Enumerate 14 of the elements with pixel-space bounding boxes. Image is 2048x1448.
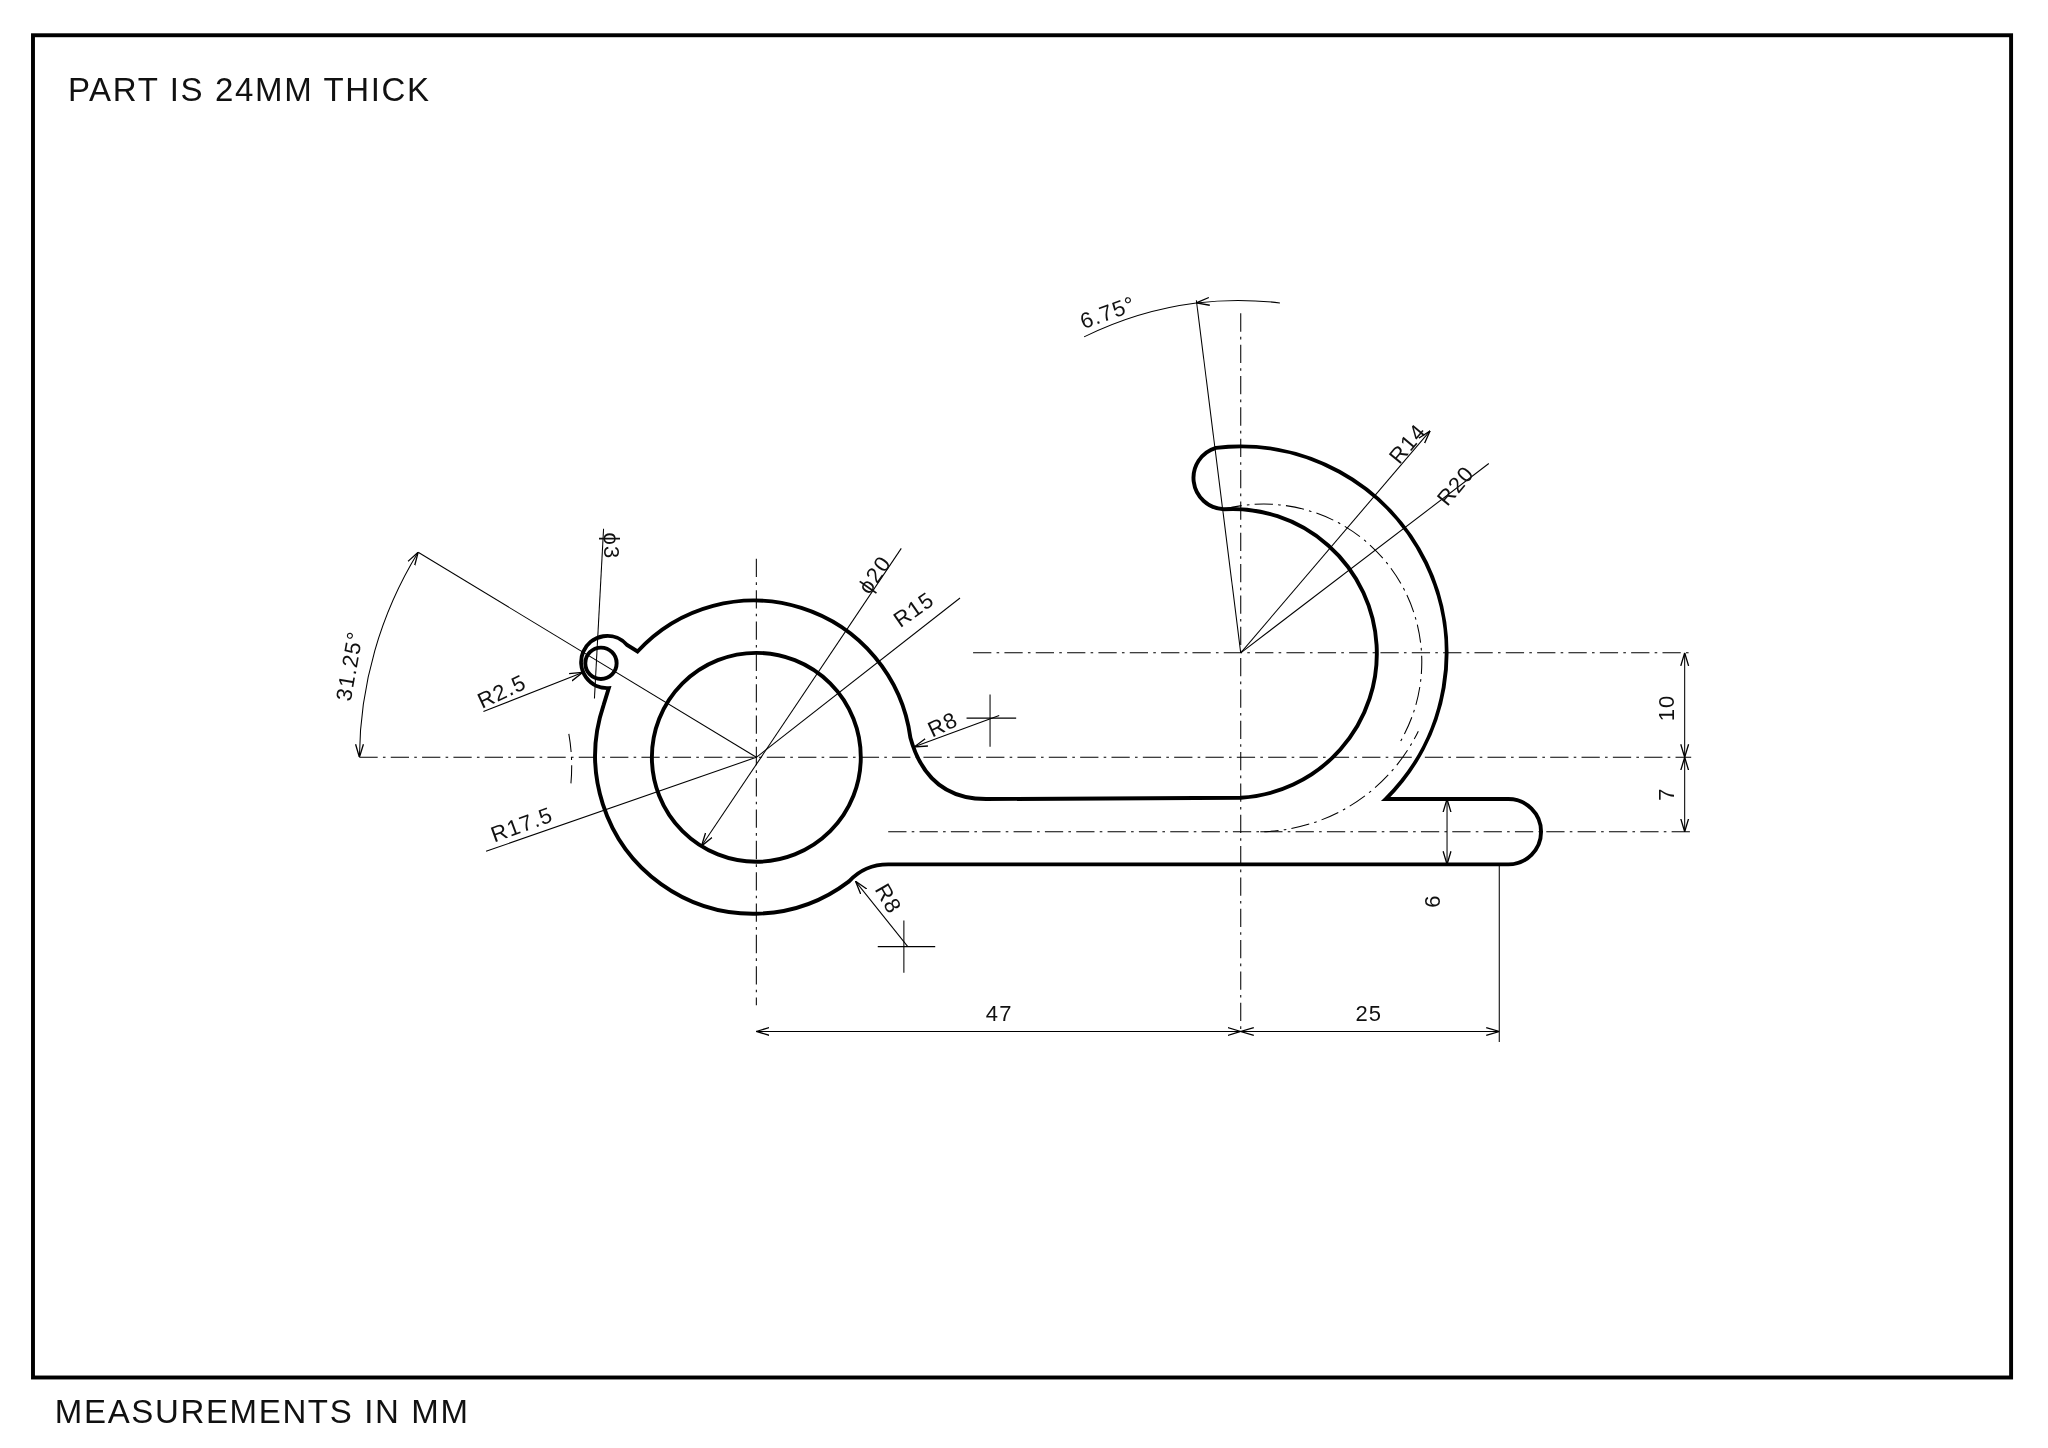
dimension-label: 7 (1655, 787, 1678, 801)
dimension-label: R8 (924, 708, 962, 742)
dimension-label: ϕ3 (600, 532, 623, 560)
dimension-label: 10 (1655, 694, 1678, 722)
note-text: PART IS 24MM THICK (67, 72, 431, 106)
dimension-label: R2.5 (473, 671, 530, 713)
dimension-label: 31.25° (333, 629, 367, 703)
dimension-label: R8 (871, 880, 906, 918)
dimension-label: R17.5 (488, 804, 557, 847)
dimension-label: 6 (1421, 894, 1444, 908)
dimension-label: 47 (985, 1002, 1013, 1025)
dimension-label: 6.75° (1077, 293, 1139, 334)
dimension-label: 25 (1355, 1002, 1383, 1025)
note-text: MEASUREMENTS IN MM (54, 1394, 470, 1428)
